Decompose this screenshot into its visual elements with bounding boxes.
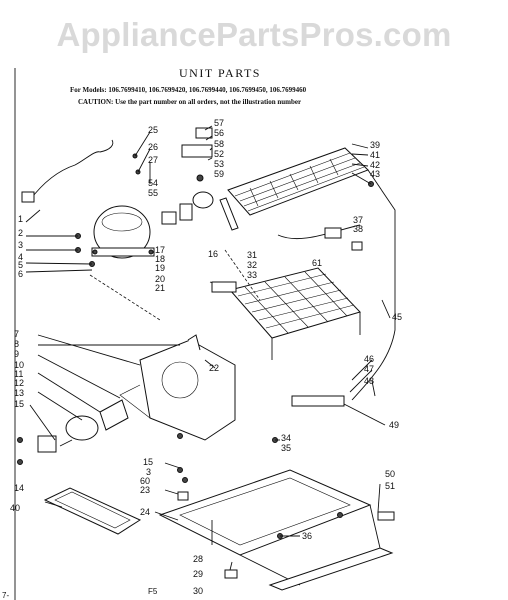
callout-1: 1 [18,214,23,224]
callout-18: 18 [155,254,165,264]
callout-21: 21 [155,283,165,293]
callout-23: 23 [140,485,150,495]
callout-8: 8 [14,339,19,349]
callout-58: 58 [214,139,224,149]
callout-51: 51 [385,481,395,491]
relay-overload [161,191,214,225]
callout-42: 42 [370,160,380,170]
callout-19: 19 [155,263,165,273]
callout-15b: 15 [143,457,153,467]
callout-24: 24 [140,507,150,517]
callout-5: 5 [18,260,23,270]
callout-12: 12 [14,378,24,388]
models-label: For Models: [70,86,107,94]
callout-10: 10 [14,360,24,370]
callout-40: 40 [10,503,20,513]
fan-shroud [119,334,236,441]
callout-14: 14 [14,483,24,493]
callout-61: 61 [312,258,322,268]
models-list: 106.7699410, 106.7699420, 106.7699440, 1… [108,86,307,94]
callout-3b: 3 [146,467,151,477]
callout-56: 56 [214,128,224,138]
drain-pan [43,487,142,535]
tube-dashed-2 [224,249,261,301]
callout-29: 29 [193,569,203,579]
caution-note: CAUTION: Use the part number on all orde… [78,98,302,106]
callout-49: 49 [389,420,399,430]
page-code: F5 [148,587,158,596]
callout-48: 48 [364,376,374,386]
callout-53: 53 [214,159,224,169]
callout-52: 52 [214,149,224,159]
power-cord [21,139,114,203]
callout-11: 11 [14,369,23,379]
lower-fasteners [17,433,188,483]
tube-dashed-1 [89,274,161,321]
callout-34: 34 [281,433,291,443]
callout-6: 6 [18,269,23,279]
callout-30: 30 [193,586,203,596]
callout-45: 45 [392,312,402,322]
callout-25: 25 [148,125,158,135]
water-valve-cluster [324,181,374,251]
base-frame [158,395,394,591]
callout-4: 4 [18,252,23,262]
callout-26: 26 [148,142,158,152]
callout-47: 47 [364,364,374,374]
page-title: UNIT PARTS [179,66,261,80]
callout-28: 28 [193,554,203,564]
callout-38: 38 [353,224,363,234]
callout-55: 55 [148,188,158,198]
fan-motor-top [181,127,213,182]
compressor [91,205,155,259]
callout-31: 31 [247,250,257,260]
callout-9: 9 [14,349,19,359]
callout-59: 59 [214,169,224,179]
callout-15: 15 [14,399,24,409]
callout-16: 16 [208,249,218,259]
callout-46: 46 [364,354,374,364]
callout-3: 3 [18,240,23,250]
evaporator-coil [209,267,361,360]
callout-60: 60 [140,476,150,486]
callout-35: 35 [281,443,291,453]
callout-37: 37 [353,215,363,225]
condenser-coil [219,147,396,401]
callout-43: 43 [370,169,380,179]
callout-36: 36 [302,531,312,541]
callout-50: 50 [385,469,395,479]
models-line: For Models: 106.7699410, 106.7699420, 10… [70,86,306,94]
callout-41: 41 [370,150,380,160]
watermark-text: AppliancePartsPros.com [56,16,452,53]
corner-mark: 7- [2,591,9,600]
callout-2: 2 [18,228,23,238]
callout-39: 39 [370,140,380,150]
callout-7: 7 [14,329,19,339]
callout-33: 33 [247,270,257,280]
callout-54: 54 [148,178,158,188]
callout-17: 17 [155,245,165,255]
callout-27: 27 [148,155,158,165]
callout-13: 13 [14,388,24,398]
callout-32: 32 [247,260,257,270]
callout-20: 20 [155,274,165,284]
fan-motor-lower [37,399,129,453]
callout-22: 22 [209,363,219,373]
leader-lines [25,125,391,571]
callout-57: 57 [214,118,224,128]
